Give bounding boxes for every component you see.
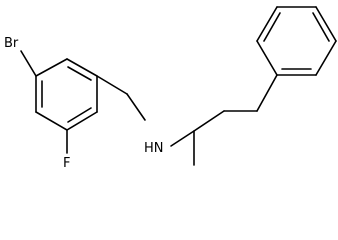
ch-ch2-bond xyxy=(193,110,225,132)
bromo-bond xyxy=(20,50,37,77)
chemical-structure-diagram: Br F HN xyxy=(4,6,337,171)
ring-double-bond xyxy=(67,107,92,123)
ring-double-bond xyxy=(263,12,281,42)
amine-label: HN xyxy=(144,141,164,156)
ring-bond xyxy=(315,40,337,76)
ring-bond xyxy=(256,6,278,42)
ring-bond xyxy=(256,40,278,76)
ring-bond xyxy=(66,111,98,131)
ch2-phenyl-bond xyxy=(256,74,278,112)
ch2-nh-bond xyxy=(126,93,146,121)
bromine-label: Br xyxy=(4,36,19,51)
ring-bond xyxy=(66,58,98,77)
ring-double-bond xyxy=(312,12,330,42)
fluorobromobenzene-ring xyxy=(35,58,98,131)
ring-bond xyxy=(35,111,68,131)
ring-bond xyxy=(35,58,68,77)
phenyl-ring xyxy=(256,6,337,76)
benzyl-bond xyxy=(96,75,128,95)
nh-ch-bond xyxy=(170,130,195,147)
ring-bond xyxy=(315,6,337,42)
ring-double-bond xyxy=(67,66,92,81)
fluorine-label: F xyxy=(63,156,70,171)
